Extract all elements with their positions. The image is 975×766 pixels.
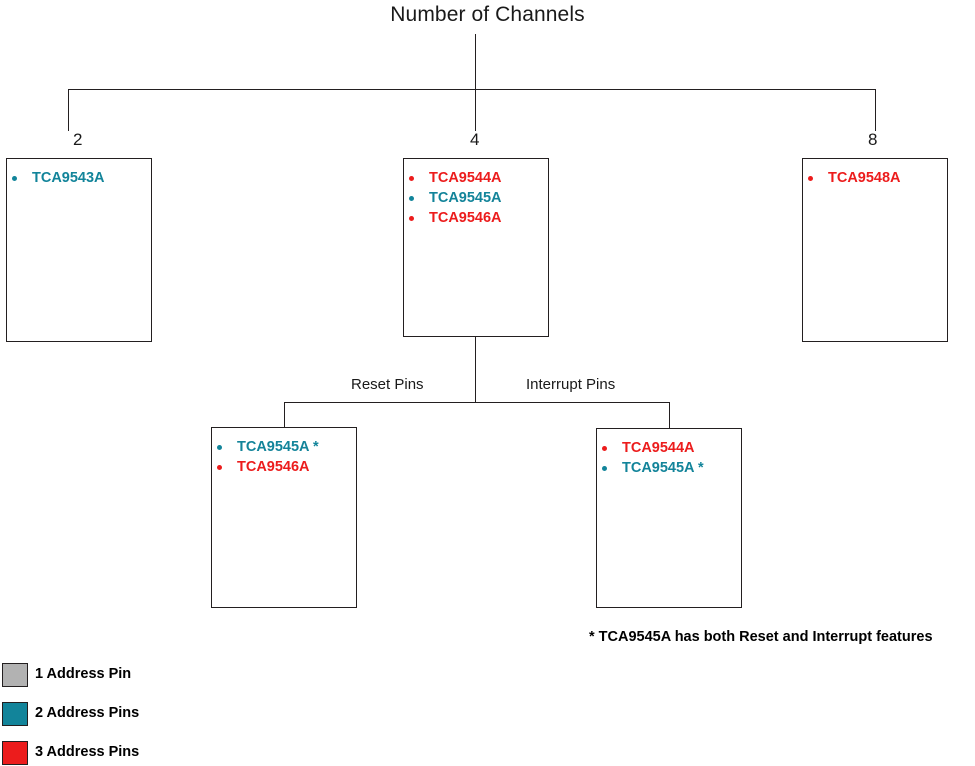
legend-swatch-1-address-pin	[2, 663, 28, 687]
page-title: Number of Channels	[390, 3, 585, 26]
bullet-icon	[409, 176, 414, 181]
part-list-four-channel: TCA9544A TCA9545A TCA9546A	[404, 159, 548, 228]
box-reset-pins[interactable]: TCA9545A * TCA9546A	[211, 427, 357, 608]
connector-drop-interrupt	[669, 402, 670, 428]
connector-main-bus	[68, 89, 876, 90]
list-item: TCA9545A *	[212, 437, 356, 457]
part-number: TCA9548A	[828, 170, 901, 186]
part-number: TCA9546A	[429, 210, 502, 226]
bullet-icon	[409, 196, 414, 201]
box-eight-channel[interactable]: TCA9548A	[802, 158, 948, 342]
connector-drop-8ch	[875, 89, 876, 131]
legend-label: 3 Address Pins	[35, 744, 140, 760]
bullet-icon	[602, 446, 607, 451]
part-star: *	[309, 439, 319, 455]
legend-swatch-3-address-pins	[2, 741, 28, 765]
bullet-icon	[217, 445, 222, 450]
bullet-icon	[808, 176, 813, 181]
bullet-icon	[409, 216, 414, 221]
branch-label-8: 8	[868, 130, 878, 149]
box-two-channel[interactable]: TCA9543A	[6, 158, 152, 342]
list-item: TCA9543A	[7, 168, 151, 188]
legend-label: 2 Address Pins	[35, 705, 140, 721]
connector-sublevel-bus	[284, 402, 670, 403]
connector-drop-2ch	[68, 89, 69, 131]
branch-label-2: 2	[73, 130, 83, 149]
list-item: TCA9545A *	[597, 458, 741, 478]
part-number: TCA9544A	[429, 170, 502, 186]
connector-stem-sublevel	[475, 337, 476, 402]
part-number: TCA9544A	[622, 440, 695, 456]
bullet-icon	[217, 465, 222, 470]
part-number: TCA9546A	[237, 459, 310, 475]
box-four-channel[interactable]: TCA9544A TCA9545A TCA9546A	[403, 158, 549, 337]
part-star: *	[694, 460, 704, 476]
connector-drop-4ch	[475, 89, 476, 131]
list-item: TCA9544A	[597, 438, 741, 458]
connector-drop-reset	[284, 402, 285, 428]
list-item: TCA9546A	[404, 208, 548, 228]
legend-swatch-2-address-pins	[2, 702, 28, 726]
bullet-icon	[12, 176, 17, 181]
part-list-two-channel: TCA9543A	[7, 159, 151, 188]
part-number: TCA9545A	[237, 439, 309, 455]
part-number: TCA9545A	[429, 190, 502, 206]
branch-label-4: 4	[470, 130, 480, 149]
edge-label-interrupt-pins: Interrupt Pins	[526, 376, 616, 393]
list-item: TCA9544A	[404, 168, 548, 188]
part-number: TCA9545A	[622, 460, 694, 476]
edge-label-reset-pins: Reset Pins	[351, 376, 424, 393]
list-item: TCA9546A	[212, 457, 356, 477]
box-interrupt-pins[interactable]: TCA9544A TCA9545A *	[596, 428, 742, 608]
bullet-icon	[602, 466, 607, 471]
connector-root-stem	[475, 34, 476, 89]
list-item: TCA9548A	[803, 168, 947, 188]
part-list-eight-channel: TCA9548A	[803, 159, 947, 188]
part-list-reset-pins: TCA9545A * TCA9546A	[212, 428, 356, 477]
legend-label: 1 Address Pin	[35, 666, 132, 682]
part-list-interrupt-pins: TCA9544A TCA9545A *	[597, 429, 741, 478]
footnote: * TCA9545A has both Reset and Interrupt …	[589, 629, 933, 645]
part-number: TCA9543A	[32, 170, 105, 186]
list-item: TCA9545A	[404, 188, 548, 208]
